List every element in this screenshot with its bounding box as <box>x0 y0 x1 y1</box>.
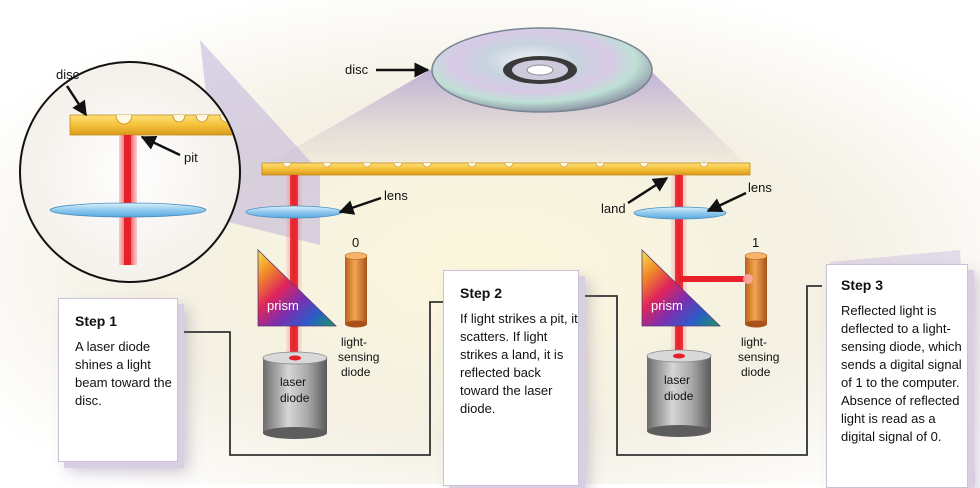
right-lens-arrow <box>706 191 747 213</box>
step1-connector <box>130 301 446 456</box>
step-2-title: Step 2 <box>460 285 503 301</box>
pit-label: pit <box>184 150 198 165</box>
step-2-text: If light strikes a pit, it scatters. If … <box>460 311 578 416</box>
step-1-text: A laser diode shines a light beam toward… <box>75 339 172 408</box>
land-arrow <box>627 176 669 205</box>
left-laser-diode <box>262 351 328 439</box>
left-laser-label-2: diode <box>280 391 310 405</box>
left-sensor-label-3: diode <box>341 365 371 379</box>
land-label: land <box>601 201 626 216</box>
right-sensor-label-2: sensing <box>738 350 779 364</box>
disc-surface-strip <box>261 162 751 176</box>
left-lens-label: lens <box>384 188 408 203</box>
left-laser-label-1: laser <box>280 375 306 389</box>
right-sensor-label-3: diode <box>741 365 771 379</box>
step-3-box: Step 3 Reflected light is deflected to a… <box>826 264 968 488</box>
reflected-beam <box>679 276 751 282</box>
left-lens <box>245 205 343 219</box>
right-signal-value: 1 <box>752 235 759 250</box>
step-1-title: Step 1 <box>75 313 118 329</box>
right-prism-label: prism <box>651 298 683 313</box>
inset-disc-label: disc <box>56 67 80 82</box>
left-prism-label: prism <box>267 298 299 313</box>
right-laser-label-1: laser <box>664 373 690 387</box>
right-laser-diode <box>646 349 712 437</box>
left-sensor-label-2: sensing <box>338 350 379 364</box>
step-3-text: Reflected light is deflected to a light-… <box>841 303 962 444</box>
disc-label: disc <box>345 62 369 77</box>
left-lens-arrow <box>338 196 382 215</box>
right-lens-label: lens <box>748 180 772 195</box>
right-prism <box>641 249 721 327</box>
magnified-inset <box>19 61 241 283</box>
step-1-box: Step 1 A laser diode shines a light beam… <box>58 298 178 462</box>
step2-connector <box>517 285 822 456</box>
pit-arrow <box>140 135 181 157</box>
left-prism <box>257 249 337 327</box>
left-sensor-label-1: light- <box>341 335 367 349</box>
left-light-sensing-diode <box>344 252 368 328</box>
left-signal-value: 0 <box>352 235 359 250</box>
inset-disc-arrow <box>65 85 88 117</box>
right-lens <box>633 206 727 220</box>
cd-disc <box>431 27 653 113</box>
right-laser-label-2: diode <box>664 389 694 403</box>
right-light-sensing-diode <box>743 252 768 328</box>
right-sensor-label-1: light- <box>741 335 767 349</box>
step-2-box: Step 2 If light strikes a pit, it scatte… <box>443 270 579 486</box>
step-3-title: Step 3 <box>841 277 884 293</box>
